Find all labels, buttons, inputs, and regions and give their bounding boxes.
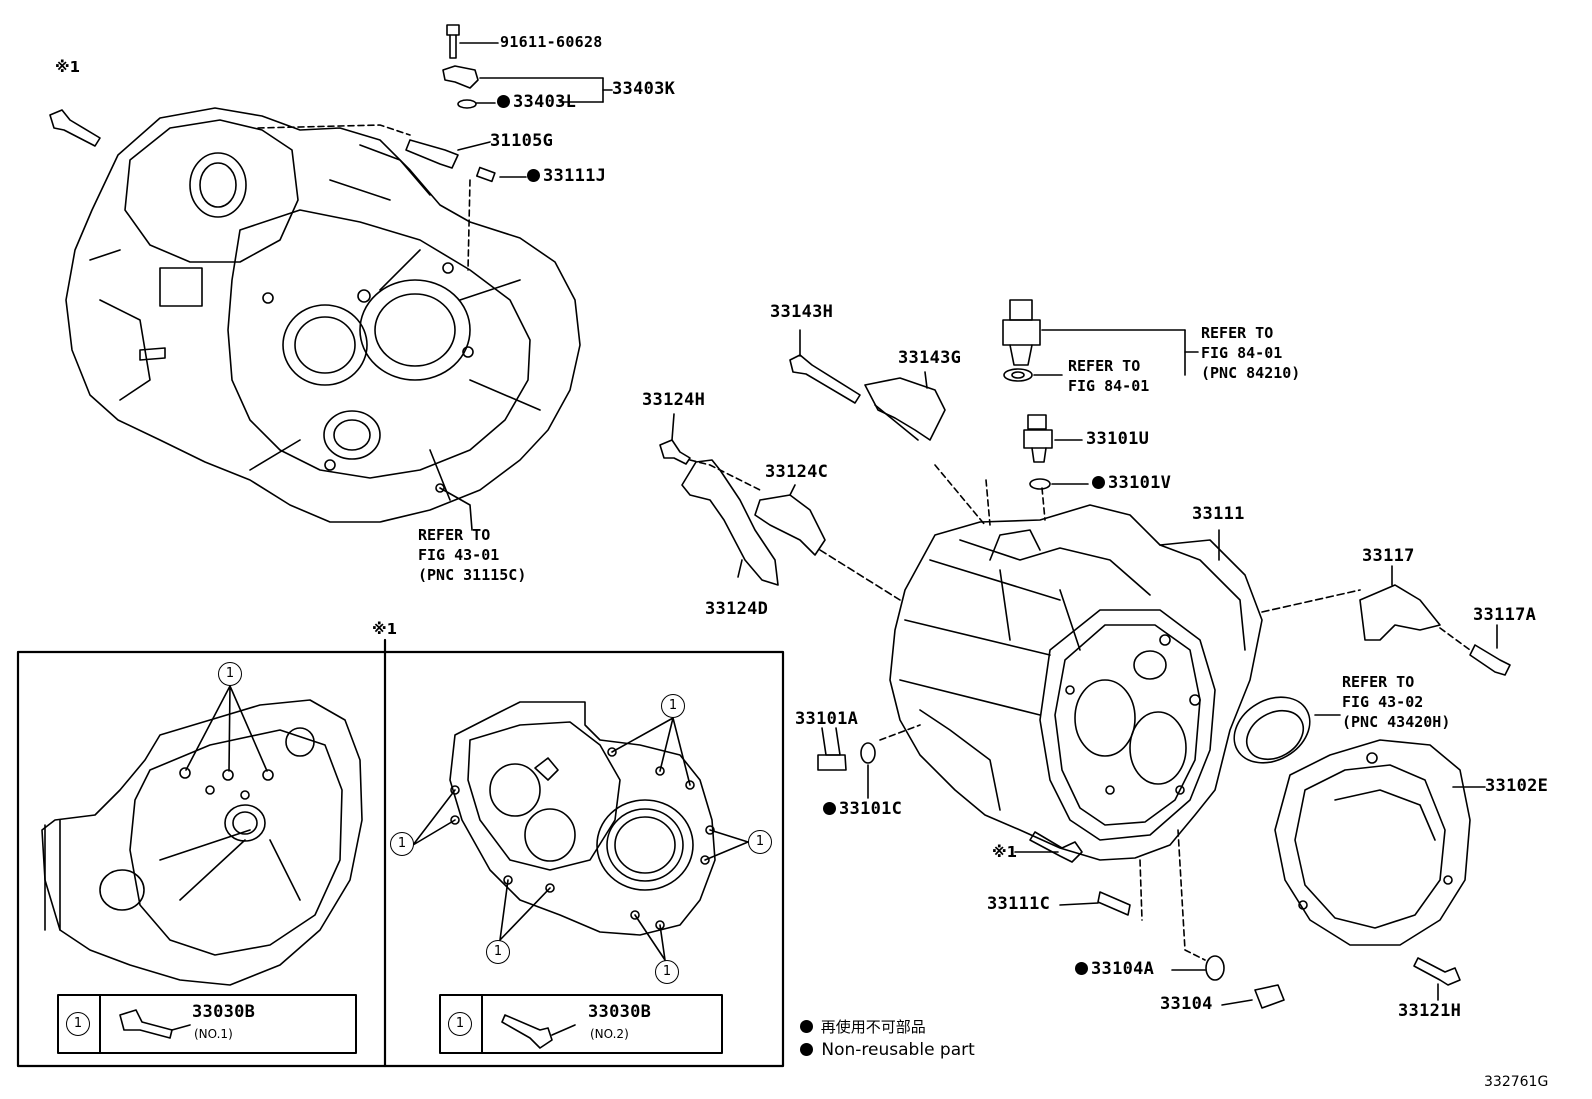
part-number: 33111J [543,166,607,186]
callout-1-right-bottom-b: 1 [655,960,679,984]
refer-to-fig-84-01-sensor: REFER TO FIG 84-01 (PNC 84210) [1201,324,1301,382]
inset-part-33030b-no1: 33030B [192,1002,256,1022]
lower-parts-drawing [817,727,1486,1009]
part-label-31105g: 31105G [490,131,554,151]
part-label-33403l: 33403L [497,93,576,112]
callout-1-right-top: 1 [661,694,685,718]
part-label-33117a: 33117A [1473,605,1537,625]
part-label-33124d: 33124D [705,599,769,619]
inset-right-case-drawing [412,701,749,961]
part-label-33104a: 33104A [1075,960,1154,979]
part-label-33124h: 33124H [642,390,706,410]
legend-non-reusable-en: Non-reusable part [800,1040,975,1060]
part-label-33101v: 33101V [1092,474,1171,493]
top-fasteners-drawing [49,24,613,531]
legend-text: Non-reusable part [821,1040,975,1060]
figure-id: 332761G [1484,1074,1549,1090]
non-reusable-marker-icon [1075,962,1088,975]
part-label-33403k: 33403K [612,79,676,99]
refer-to-fig-84-01-washer: REFER TO FIG 84-01 [1068,357,1150,395]
transaxle-case-drawing [819,464,1361,961]
part-label-33104: 33104 [1160,994,1213,1014]
part-number: 33101V [1108,473,1172,493]
inset-part-no2-sub: (NO.2) [590,1027,629,1041]
refer-to-fig-43-02: REFER TO FIG 43-02 (PNC 43420H) [1342,673,1451,731]
part-label-33101c: 33101C [823,800,902,819]
legend-text: 再使用不可部品 [820,1018,926,1036]
non-reusable-marker-icon [823,802,836,815]
clutch-housing-drawing [65,107,581,523]
callout-1-left-top: 1 [218,662,242,686]
inset-frame [16,638,785,1068]
part-label-33117: 33117 [1362,546,1415,566]
inset-part-no1-sub: (NO.1) [194,1027,233,1041]
inset-left-housing-drawing [41,685,363,986]
non-reusable-marker-icon [527,169,540,182]
part-label-33101u: 33101U [1086,429,1150,449]
note-mark-1-bottom: ※1 [992,843,1018,861]
part-label-33102e: 33102E [1485,776,1549,796]
part-label-33101a: 33101A [795,709,859,729]
sensor-parts-drawing [659,299,1511,764]
part-label-33143h: 33143H [770,302,834,322]
part-label-33143g: 33143G [898,348,962,368]
non-reusable-marker-icon [800,1043,813,1056]
part-number: 33104A [1091,959,1155,979]
callout-1-right-bottom-a: 1 [486,940,510,964]
non-reusable-marker-icon [1092,476,1105,489]
part-label-33111j: 33111J [527,167,606,186]
inset-bolts-drawing [119,1009,576,1049]
non-reusable-marker-icon [497,95,510,108]
part-number: 33101C [839,799,903,819]
part-label-91611-60628: 91611-60628 [500,33,603,51]
callout-1-right-left: 1 [390,832,414,856]
part-label-33111: 33111 [1192,504,1245,524]
part-label-33111c: 33111C [987,894,1051,914]
part-number: 33403L [513,92,577,112]
refer-to-fig-43-01: REFER TO FIG 43-01 (PNC 31115C) [418,526,527,584]
note-mark-1-inset: ※1 [372,620,398,638]
inset-part-33030b-no2: 33030B [588,1002,652,1022]
callout-1-table-left: 1 [66,1012,90,1036]
part-label-33124c: 33124C [765,462,829,482]
legend-non-reusable-jp: 再使用不可部品 [800,1016,926,1037]
note-mark-1-top: ※1 [55,58,81,76]
callout-1-right-right: 1 [748,830,772,854]
non-reusable-marker-icon [800,1020,813,1033]
callout-1-table-right: 1 [448,1012,472,1036]
part-label-33121h: 33121H [1398,1001,1462,1021]
